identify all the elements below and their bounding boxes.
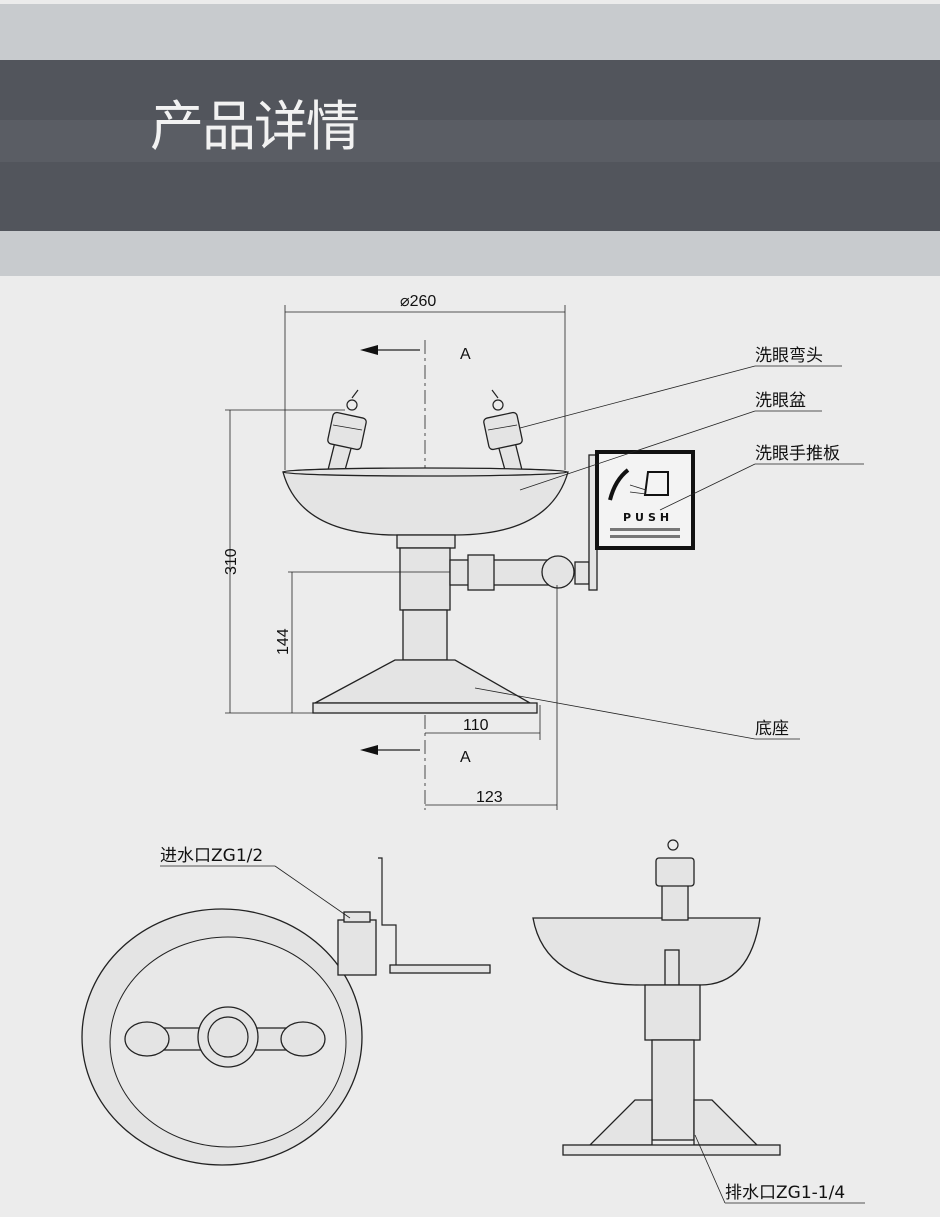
push-plate: PUSH [595, 450, 695, 550]
pedestal-collar [396, 534, 456, 549]
inlet-label: 进水口ZG1/2 [160, 846, 263, 866]
section-mark-bottom: A [460, 749, 471, 766]
eyewash-nozzle-left [327, 389, 367, 471]
header-bottom-band [0, 231, 940, 276]
nozzle-left [124, 1021, 170, 1057]
section-arrow-icon [360, 745, 378, 755]
top-view: 进水口ZG1/2 [81, 846, 491, 1166]
callout-push-plate: 洗眼手推板 [755, 444, 840, 464]
nozzle-right [280, 1021, 326, 1057]
eyewash-nozzle-right [483, 389, 523, 471]
drain-label: 排水口ZG1-1/4 [725, 1183, 845, 1203]
callout-eyewash-basin: 洗眼盆 [755, 391, 806, 411]
front-view: ⌀260 A A [223, 293, 864, 810]
section-view: 排水口ZG1-1/4 [532, 839, 865, 1204]
page-title: 产品详情 [150, 95, 360, 158]
nozzle-section [655, 857, 695, 887]
dimension-base: 110 [463, 717, 489, 734]
push-bracket-top [378, 857, 397, 970]
header-stripe [0, 120, 940, 162]
section-arrow-icon [360, 345, 378, 355]
header-top-band [0, 4, 940, 60]
inlet-valve [337, 919, 377, 976]
callout-eyewash-elbow: 洗眼弯头 [755, 346, 823, 366]
pedestal-lower [402, 609, 448, 661]
dimension-pipe-offset: 123 [476, 789, 503, 806]
eyewash-basin [282, 471, 569, 536]
pedestal-upper [399, 547, 451, 611]
base-cone [314, 659, 533, 704]
drain-ring [197, 1006, 259, 1068]
hand-icon [608, 468, 630, 501]
drain-housing [644, 984, 701, 1041]
dimension-height-pipe: 144 [275, 628, 292, 655]
valve-elbow [541, 555, 575, 589]
dimension-height-total: 310 [223, 548, 240, 575]
base-plate-section [562, 1144, 781, 1156]
section-mark-top: A [460, 346, 471, 363]
basin-section [532, 917, 761, 986]
pipe-nut [467, 554, 495, 591]
base-plate [312, 702, 538, 714]
callout-base: 底座 [755, 719, 789, 739]
drain-pipe [651, 1039, 695, 1141]
dimension-diameter: ⌀260 [400, 293, 436, 310]
push-plate-top [389, 964, 491, 974]
supply-pipe [449, 559, 551, 586]
push-label: PUSH [623, 511, 673, 524]
